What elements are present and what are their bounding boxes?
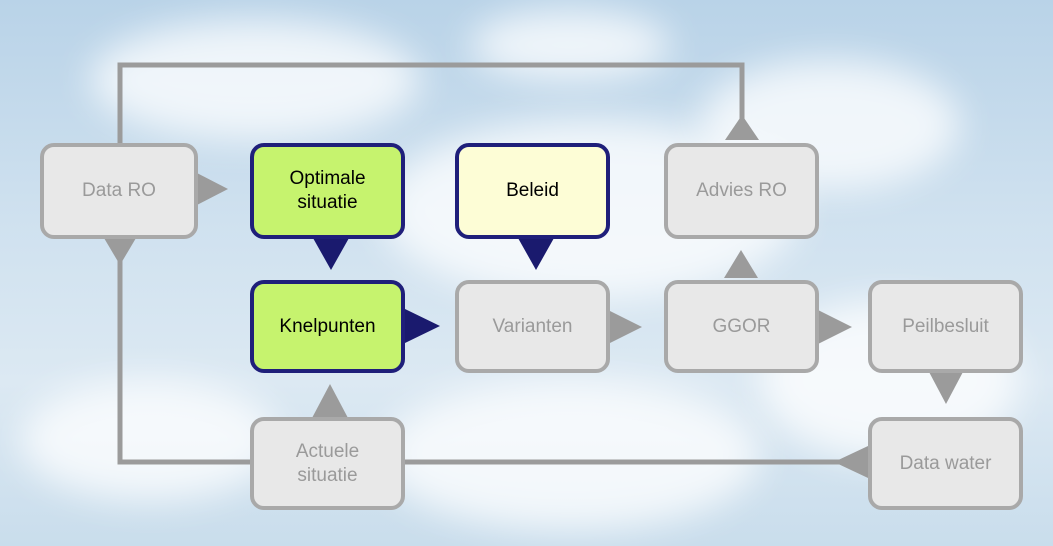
connector-top-loop	[117, 62, 745, 145]
arrow-down-icon	[104, 238, 136, 265]
node-label: Advies RO	[696, 180, 787, 202]
arrow-down-icon	[928, 370, 964, 404]
connector-bottom-loop	[117, 250, 845, 465]
arrow-down-icon	[313, 238, 349, 270]
node-label: Beleid	[506, 180, 559, 202]
node-knelpunten: Knelpunten	[250, 280, 405, 373]
node-varianten: Varianten	[455, 280, 610, 373]
node-ggor: GGOR	[664, 280, 819, 373]
arrow-right-icon	[608, 310, 642, 344]
cloud	[380, 380, 760, 530]
arrow-up-icon	[724, 250, 758, 278]
arrow-right-icon	[818, 310, 852, 344]
node-advies-ro: Advies RO	[664, 143, 819, 239]
node-beleid: Beleid	[455, 143, 610, 239]
arrow-up-icon	[725, 115, 759, 140]
node-label: Varianten	[492, 315, 573, 337]
cloud	[20, 380, 280, 500]
node-label: Data water	[899, 452, 992, 474]
node-label: Peilbesluit	[902, 315, 989, 337]
cloud	[470, 10, 670, 80]
node-data-water: Data water	[868, 417, 1023, 510]
node-label: Actuele situatie	[295, 440, 360, 486]
node-data-ro: Data RO	[40, 143, 198, 239]
node-label: Optimale situatie	[289, 168, 366, 213]
node-optimale-situatie: Optimale situatie	[250, 143, 405, 239]
arrow-up-icon	[312, 384, 348, 418]
node-label: Knelpunten	[279, 315, 376, 337]
cloud	[90, 20, 420, 140]
arrow-down-icon	[518, 238, 554, 270]
node-actuele-situatie: Actuele situatie	[250, 417, 405, 510]
arrow-right-icon	[195, 172, 228, 206]
node-label: Data RO	[82, 180, 156, 202]
node-peilbesluit: Peilbesluit	[868, 280, 1023, 373]
arrow-left-icon	[834, 446, 868, 478]
node-label: GGOR	[712, 315, 771, 337]
arrow-right-icon	[405, 309, 440, 343]
